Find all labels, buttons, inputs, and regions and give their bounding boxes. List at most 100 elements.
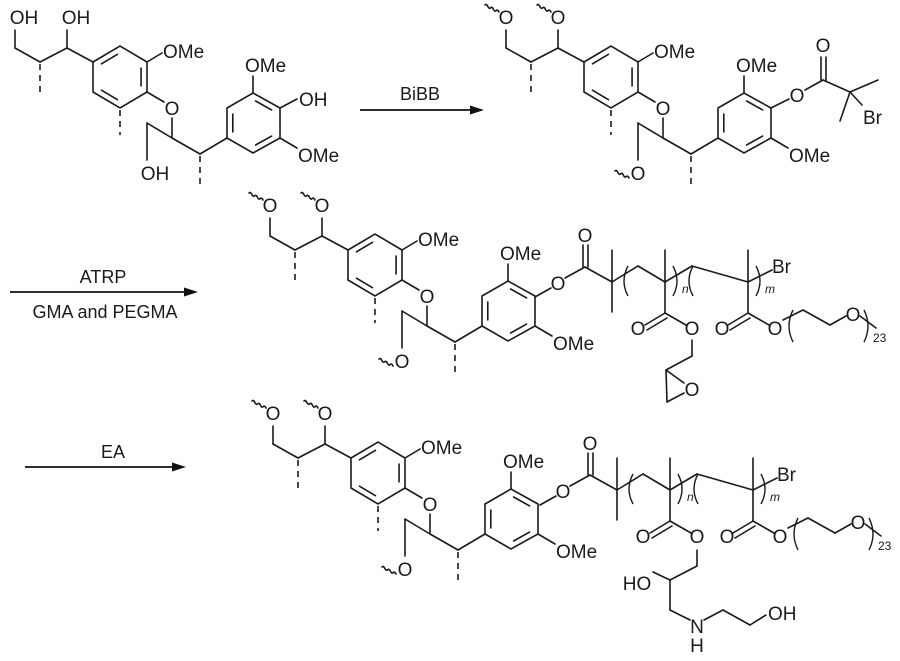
bond <box>637 122 664 139</box>
bond <box>652 571 671 581</box>
bond <box>787 517 809 529</box>
aromatic-double-bond <box>509 288 528 299</box>
aromatic-double-bond <box>512 531 531 542</box>
aromatic-double-bond <box>254 135 273 146</box>
ether-oxygen-label: O <box>395 352 410 373</box>
close-bracket <box>677 473 683 505</box>
bromine-label: Br <box>777 465 797 486</box>
bond <box>454 325 483 343</box>
benzene-ring <box>717 92 772 154</box>
open-bracket <box>628 473 634 505</box>
ether-oxygen-label: O <box>420 287 435 308</box>
bond <box>807 517 836 534</box>
methoxy-label: OMe <box>503 452 544 473</box>
ester-oxygen-label: O <box>685 319 700 340</box>
bond <box>749 614 767 626</box>
bond <box>146 52 163 63</box>
aromatic-double-bond <box>358 449 377 461</box>
bond <box>324 443 352 459</box>
ether-oxygen-label: O <box>266 404 281 425</box>
bond <box>829 315 847 326</box>
carbonyl-oxygen-label: O <box>578 226 593 247</box>
bond <box>662 137 692 155</box>
phenol-hydroxyl-label: OH <box>299 90 328 111</box>
peg-repeat-count-label: 23 <box>878 539 892 553</box>
peg-repeat-count-label: 23 <box>873 331 887 345</box>
bond <box>849 91 863 106</box>
bond <box>457 533 486 551</box>
bond <box>14 47 41 63</box>
methoxy-label: OMe <box>789 146 830 167</box>
wavy-bond-icon <box>303 399 319 409</box>
bond <box>171 137 201 155</box>
wavy-bond-icon <box>381 565 397 575</box>
wavy-bond-icon <box>300 191 316 201</box>
ester-oxygen-label: O <box>790 86 805 107</box>
aromatic-double-bond <box>591 53 610 65</box>
bond <box>642 473 671 491</box>
bond <box>822 79 851 93</box>
carbonyl-oxygen-label: O <box>631 319 646 340</box>
hydroxyl-label: OH <box>768 604 797 625</box>
methoxy-label: OMe <box>556 542 597 563</box>
aromatic-double-bond <box>355 277 374 289</box>
bond <box>404 448 421 459</box>
bond <box>664 265 693 283</box>
bond <box>39 47 68 63</box>
bond <box>839 91 851 122</box>
aromatic-double-bond <box>358 485 377 497</box>
wavy-bond-icon <box>614 169 630 179</box>
bond <box>401 310 428 327</box>
bond <box>651 525 673 539</box>
wavy-bond-icon <box>536 3 552 13</box>
ether-oxygen-label: O <box>631 164 646 185</box>
ether-oxygen-label: O <box>318 404 333 425</box>
ether-oxygen-label: O <box>315 196 330 217</box>
condition-label-atrp: ATRP <box>80 267 127 287</box>
bond <box>584 266 613 283</box>
close-bracket <box>672 265 678 297</box>
bond <box>669 565 698 581</box>
bond <box>734 525 756 539</box>
aromatic-double-bond <box>254 100 273 111</box>
wavy-bond-icon <box>378 357 394 367</box>
bond <box>669 473 698 491</box>
close-bracket <box>755 265 761 297</box>
benzene-ring <box>583 45 639 109</box>
aromatic-double-bond <box>745 100 764 111</box>
bond <box>703 609 724 621</box>
methoxy-label: OMe <box>654 42 695 63</box>
open-bracket <box>688 265 694 297</box>
methoxy-label: OMe <box>418 230 459 251</box>
open-bracket <box>788 309 794 343</box>
bond <box>637 52 654 63</box>
reaction-arrow-atrp: ATRP GMA and PEGMA <box>10 267 198 322</box>
ether-oxygen-label: O <box>423 495 438 516</box>
bond <box>557 47 585 63</box>
ether-oxygen-label: O <box>499 8 514 29</box>
bond <box>146 122 173 139</box>
bond <box>199 137 228 155</box>
reagent-label-gma-pegma: GMA and PEGMA <box>32 302 177 322</box>
epoxide-oxygen-label: O <box>685 380 700 401</box>
aromatic-double-bond <box>509 323 528 334</box>
open-bracket <box>693 473 699 505</box>
benzene-ring <box>481 280 536 342</box>
ether-oxygen-label: O <box>165 99 180 120</box>
benzene-ring <box>92 45 148 109</box>
methoxy-label: OMe <box>421 438 462 459</box>
bond <box>530 47 559 63</box>
aromatic-double-bond <box>591 89 610 101</box>
bond <box>297 443 326 459</box>
bromine-label: Br <box>772 257 792 278</box>
bond <box>644 312 666 326</box>
bond <box>616 473 644 491</box>
bond <box>321 235 349 251</box>
ester-oxygen-label: O <box>551 274 566 295</box>
bond <box>294 235 323 251</box>
reaction-arrow-ea: EA <box>25 442 186 472</box>
bond <box>404 518 431 535</box>
ester-oxygen-label: O <box>556 482 571 503</box>
bond <box>747 312 770 326</box>
